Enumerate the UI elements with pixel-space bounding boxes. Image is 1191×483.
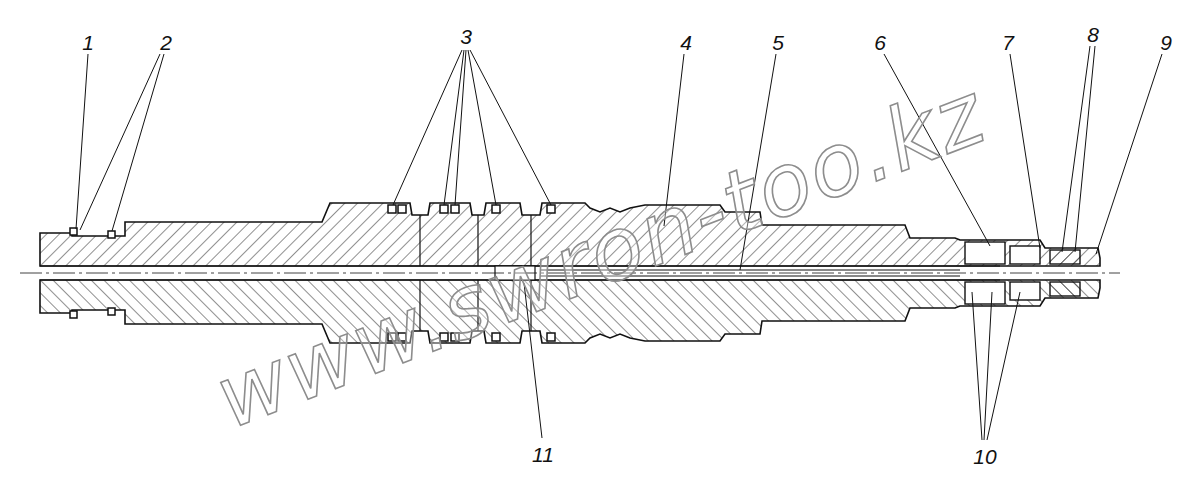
callout-number: 2 bbox=[160, 32, 172, 53]
callout-number: 11 bbox=[532, 444, 554, 465]
callout-number: 9 bbox=[1160, 32, 1172, 53]
callout-number: 10 bbox=[973, 446, 996, 467]
callout-number: 6 bbox=[874, 32, 886, 53]
callout-number: 3 bbox=[460, 26, 472, 47]
callout-number: 8 bbox=[1087, 24, 1099, 45]
callout-number: 7 bbox=[1002, 32, 1014, 53]
callout-number: 4 bbox=[680, 32, 692, 53]
callout-number: 1 bbox=[82, 32, 94, 53]
callout-number: 5 bbox=[772, 32, 784, 53]
